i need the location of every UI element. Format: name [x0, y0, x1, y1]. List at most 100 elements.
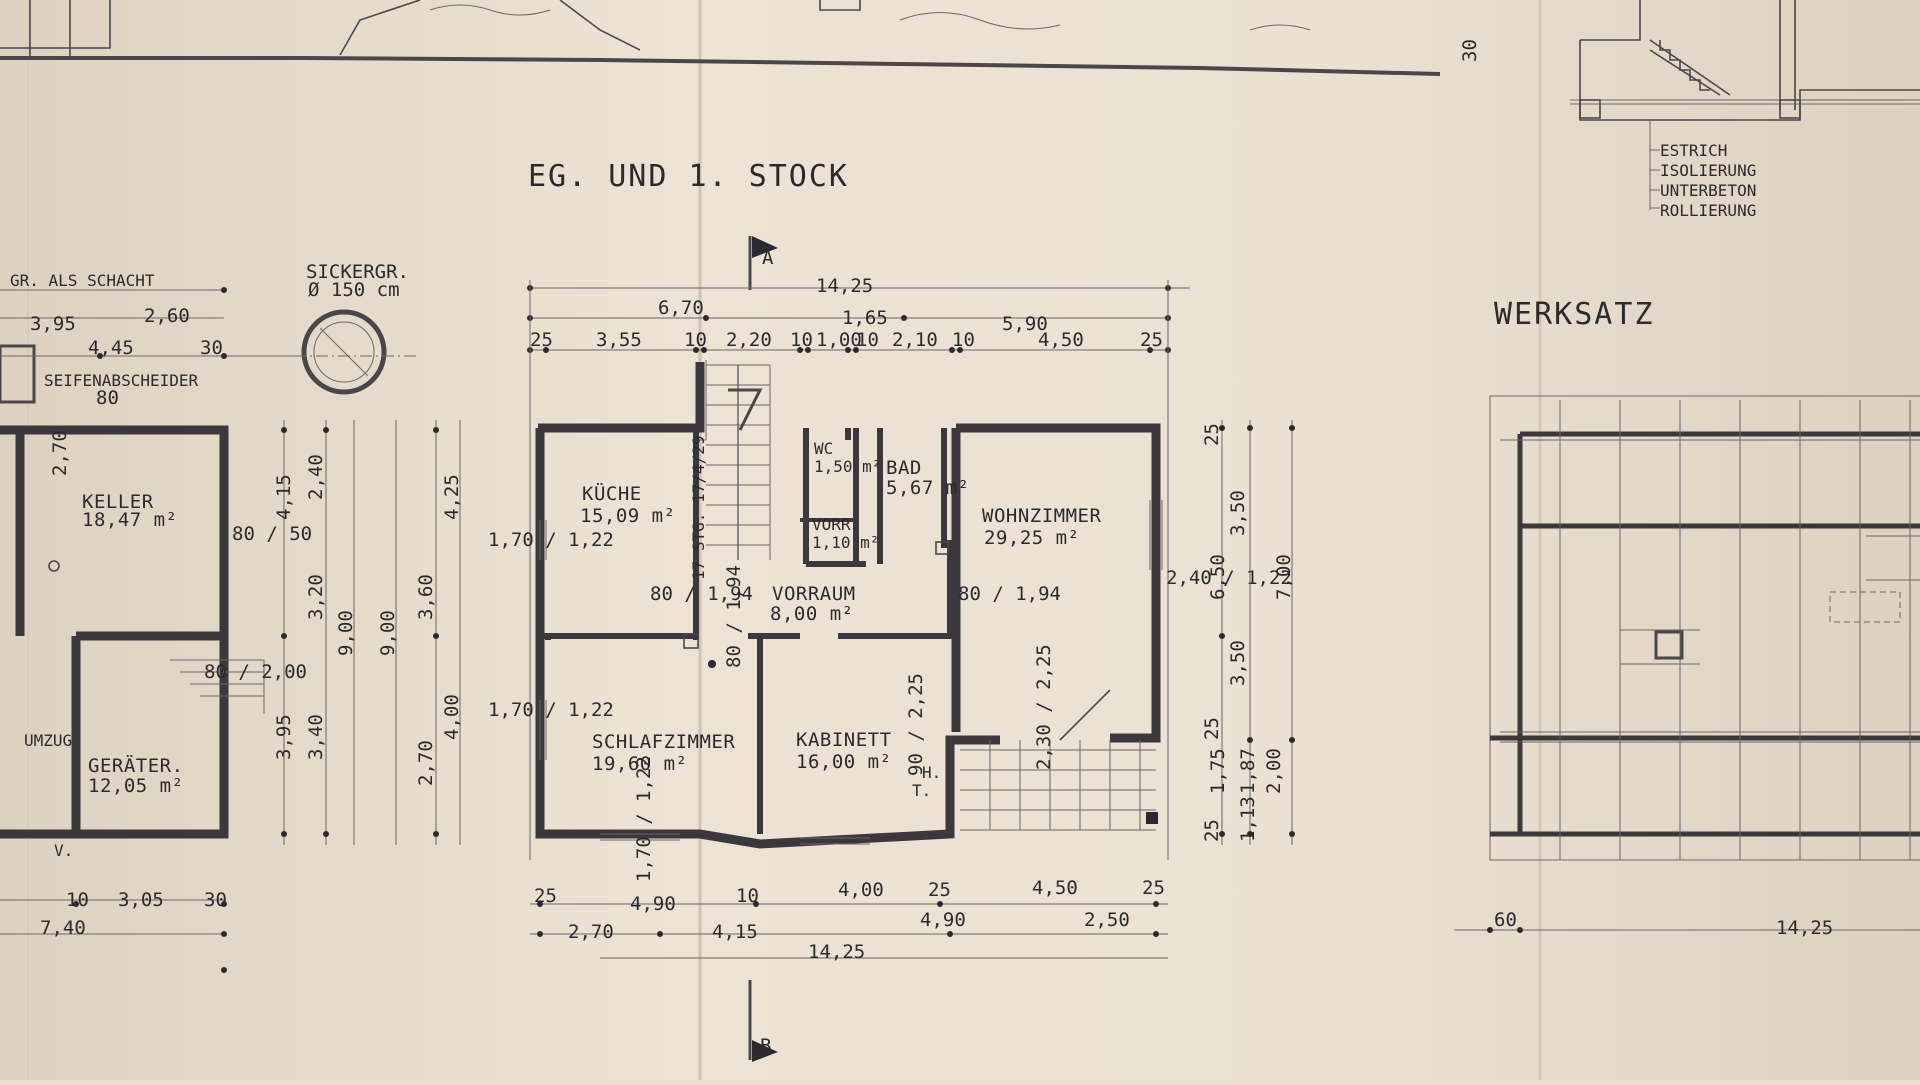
dim-bottom: 25 — [534, 885, 557, 907]
room-area: 1,50 m² — [814, 457, 881, 476]
section-a-label: A — [762, 247, 774, 269]
dim-right: 25 — [1201, 819, 1223, 842]
dim-top: 1,65 — [842, 307, 888, 329]
dim-right: 6,50 — [1207, 554, 1229, 600]
layer-label: UNTERBETON — [1660, 181, 1756, 200]
opening-dim: 80 / 2,00 — [204, 661, 307, 683]
room-name: BAD — [886, 457, 922, 479]
room-area: 16,00 m² — [796, 751, 892, 773]
layer-label: ISOLIERUNG — [1660, 161, 1756, 180]
chimney — [935, 541, 949, 555]
dim-basement: 30 — [204, 889, 227, 911]
room-name: KABINETT — [796, 729, 892, 751]
misc-label: UMZUG — [24, 731, 72, 750]
dim-right: 3,50 — [1227, 640, 1249, 686]
drawing-title: EG. UND 1. STOCK — [528, 159, 849, 194]
dim-top: 1,00 — [816, 329, 862, 351]
dim-right: 7,00 — [1273, 554, 1295, 600]
main-house-plan: 14,25 6,70 1,65 5,90 25 3,55 10 2,20 10 … — [488, 275, 1295, 963]
werksatz-plan: 60 14,25 — [1454, 395, 1920, 939]
dim-top: 2,20 — [726, 329, 772, 351]
dim-bottom: 4,90 — [920, 909, 966, 931]
opening-dim: 80 / 50 — [232, 523, 312, 545]
dim-right: 2,00 — [1263, 748, 1285, 794]
dim-basement: 3,20 — [305, 574, 327, 620]
stair-note: 17 STG. 17/4/29 — [689, 436, 708, 581]
opening-dim: 1,70 / 1,22 — [633, 756, 655, 882]
dim-basement: 80 — [96, 387, 119, 409]
room-area: 29,25 m² — [984, 527, 1080, 549]
elevation-sketch: 30 — [0, 0, 1920, 210]
opening-dim: 80 / 1,94 — [958, 583, 1061, 605]
room-area: 15,09 m² — [580, 505, 676, 527]
grease-trap-label: SEIFENABSCHEIDER — [44, 371, 198, 390]
dim-overall-top: 14,25 — [816, 275, 873, 297]
room-area: 18,47 m² — [82, 509, 178, 531]
dim-right: 25 — [1201, 423, 1223, 446]
dim-top: 4,50 — [1038, 329, 1084, 351]
dim-basement: 10 — [66, 889, 89, 911]
section-title-werksatz: WERKSATZ — [1494, 297, 1655, 332]
seepage-pit-diameter: Ø 150 cm — [308, 279, 400, 301]
dim-basement: 3,95 — [30, 313, 76, 335]
room-name: SCHLAFZIMMER — [592, 731, 735, 753]
dim-werksatz: 14,25 — [1776, 917, 1833, 939]
seepage-pit-label: SICKERGR. — [306, 261, 409, 283]
dim-top: 25 — [1140, 329, 1163, 351]
dim-right: 1,87 — [1237, 748, 1259, 794]
opening-dim: 1,70 / 1,22 — [488, 699, 614, 721]
dim-basement: 9,00 — [377, 610, 399, 656]
misc-label: T. — [912, 781, 931, 800]
dim-top: 10 — [952, 329, 975, 351]
dim-top: 6,70 — [658, 297, 704, 319]
dim-bottom: 4,50 — [1032, 877, 1078, 899]
misc-label: H. — [922, 763, 941, 782]
room-area: 1,10 m² — [812, 533, 879, 552]
room-name: WOHNZIMMER — [982, 505, 1101, 527]
dim-top: 10 — [684, 329, 707, 351]
dim-top: 2,10 — [892, 329, 938, 351]
staircase — [700, 360, 771, 560]
dim-right: 1,75 — [1207, 748, 1229, 794]
opening-dim: 90 / 2,25 — [905, 673, 927, 776]
room-area: 5,67 m² — [886, 477, 970, 499]
section-marker-a: A — [748, 236, 778, 290]
section-b-label: B — [760, 1035, 772, 1057]
dim-bottom-overall: 14,25 — [808, 941, 865, 963]
dim-basement: 2,70 — [49, 430, 71, 476]
dim-basement: 3,05 — [118, 889, 164, 911]
dim-basement: 4,45 — [88, 337, 134, 359]
basement-plan: GR. ALS SCHACHT SEIFENABSCHEIDER KELLER … — [0, 271, 463, 973]
room-name: KÜCHE — [582, 482, 642, 505]
dim-basement: 3,40 — [305, 714, 327, 760]
chimney — [683, 633, 699, 649]
dim-basement: 3,95 — [273, 714, 295, 760]
dim-basement: 2,70 — [415, 740, 437, 786]
dim-top: 5,90 — [1002, 313, 1048, 335]
dim-bottom: 10 — [736, 885, 759, 907]
floor-layer-legend: ESTRICH ISOLIERUNG UNTERBETON ROLLIERUNG — [1660, 141, 1756, 220]
dim-bottom: 25 — [928, 879, 951, 901]
dim-top: 25 — [530, 329, 553, 351]
opening-dim: 80 / 1,94 — [650, 583, 753, 605]
shaft-note: GR. ALS SCHACHT — [10, 271, 155, 290]
dim-basement: 4,15 — [273, 474, 295, 520]
dim-werksatz-left: 60 — [1494, 909, 1517, 931]
section-marker-b: B — [748, 980, 778, 1062]
room-area: 19,60 m² — [592, 753, 688, 775]
room-area: 12,05 m² — [88, 775, 184, 797]
room-area: 8,00 m² — [770, 603, 854, 625]
opening-dim: 1,70 / 1,22 — [488, 529, 614, 551]
dim-bottom: 4,00 — [838, 879, 884, 901]
dim-top: 10 — [856, 329, 879, 351]
misc-label: V. — [54, 841, 73, 860]
dim-basement: 9,00 — [335, 610, 357, 656]
svg-text:30: 30 — [1459, 39, 1481, 62]
dim-right: 3,50 — [1227, 490, 1249, 536]
terrace-paving — [960, 689, 1156, 831]
dim-bottom: 4,15 — [712, 921, 758, 943]
room-name: KELLER — [82, 491, 154, 513]
terrace-drain — [1146, 812, 1158, 824]
dim-basement: 7,40 — [40, 917, 86, 939]
opening-dim: 80 / 1,94 — [723, 565, 745, 668]
